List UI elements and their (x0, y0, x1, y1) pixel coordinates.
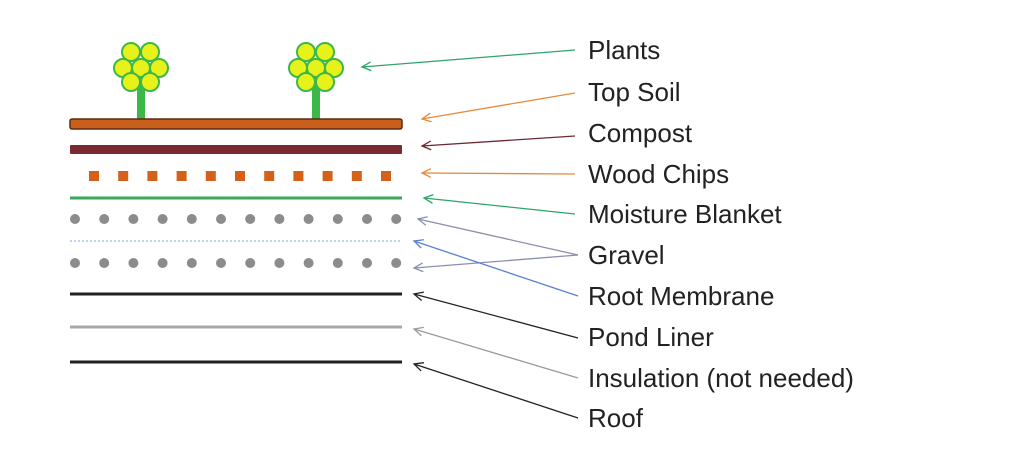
flower-petal (315, 42, 335, 62)
gravel-stone (70, 258, 80, 268)
arrowhead-icon (420, 112, 432, 123)
arrow-moisture-blanket (423, 197, 576, 215)
arrow-roof (413, 363, 579, 419)
wood-chip (381, 171, 391, 181)
gravel-stone (216, 214, 226, 224)
label-root-membrane: Root Membrane (588, 281, 774, 311)
wood-chip (235, 171, 245, 181)
arrow-insulation (413, 328, 579, 379)
gravel-stone (303, 214, 314, 224)
gravel-stone (391, 258, 402, 268)
arrow-wood-chips (421, 172, 576, 175)
flower-petal (140, 42, 160, 62)
label-moisture-blanket: Moisture Blanket (588, 199, 782, 229)
gravel-stone (245, 258, 256, 268)
arrow-compost (421, 135, 576, 147)
wood-chip (293, 171, 304, 181)
arrowhead-icon (412, 262, 424, 273)
label-insulation: Insulation (not needed) (588, 363, 854, 393)
wood-chip (205, 171, 216, 181)
wood-chip (264, 171, 275, 181)
arrowhead-icon (420, 168, 432, 178)
compost-layer (70, 145, 402, 154)
label-roof: Roof (588, 403, 644, 433)
label-compost: Compost (588, 118, 693, 148)
gravel-stone (274, 214, 285, 224)
arrow-gravel (413, 254, 579, 269)
arrow-plants (361, 49, 576, 68)
label-gravel: Gravel (588, 240, 665, 270)
arrowhead-icon (422, 194, 434, 204)
wood-chip (176, 171, 187, 181)
gravel-stone (274, 258, 285, 268)
gravel-stone (391, 214, 402, 224)
wood-chip (147, 171, 158, 181)
gravel-stone (99, 214, 110, 224)
arrowhead-icon (412, 326, 424, 337)
arrowhead-icon (412, 239, 425, 249)
gravel-stone (332, 214, 343, 224)
label-top-soil: Top Soil (588, 77, 681, 107)
gravel-upper-layer (70, 214, 402, 224)
flower-petal (140, 72, 160, 92)
arrow-root-membrane (413, 240, 579, 297)
plant-left-stem (137, 72, 145, 120)
label-pond-liner: Pond Liner (588, 322, 714, 352)
arrow-pond-liner (413, 293, 579, 339)
gravel-stone (186, 214, 197, 224)
wood-chips-layer (89, 171, 391, 181)
arrow-top-soil (421, 92, 576, 120)
arrowhead-icon (416, 216, 428, 226)
gravel-stone (245, 214, 256, 224)
flower-petal (315, 72, 335, 92)
gravel-stone (128, 258, 139, 268)
label-plants: Plants (588, 35, 660, 65)
callout-arrows (360, 49, 579, 419)
wood-chip (118, 171, 129, 181)
gravel-stone (70, 214, 80, 224)
gravel-stone (128, 214, 139, 224)
gravel-stone (303, 258, 314, 268)
arrow-gravel (417, 218, 579, 256)
gravel-stone (157, 214, 168, 224)
gravel-stone (186, 258, 197, 268)
gravel-stone (216, 258, 226, 268)
plant-right-icon (288, 42, 344, 120)
gravel-stone (332, 258, 343, 268)
plant-right-stem (312, 72, 320, 120)
top-soil-layer (69, 118, 403, 130)
arrowhead-icon (412, 291, 424, 302)
arrowhead-icon (420, 140, 432, 151)
label-wood-chips: Wood Chips (588, 159, 729, 189)
wood-chip (351, 171, 362, 181)
gravel-lower-layer (70, 258, 402, 268)
gravel-stone (362, 214, 372, 224)
wood-chip (322, 171, 333, 181)
flower-petal (121, 72, 141, 92)
arrowhead-icon (360, 61, 372, 72)
flower-petal (324, 58, 344, 78)
gravel-stone (99, 258, 110, 268)
flower-petal (296, 72, 316, 92)
wood-chip (89, 171, 99, 181)
plant-left-icon (113, 42, 169, 120)
flower-petal (149, 58, 169, 78)
arrowhead-icon (412, 362, 424, 372)
gravel-stone (362, 258, 372, 268)
gravel-stone (157, 258, 168, 268)
